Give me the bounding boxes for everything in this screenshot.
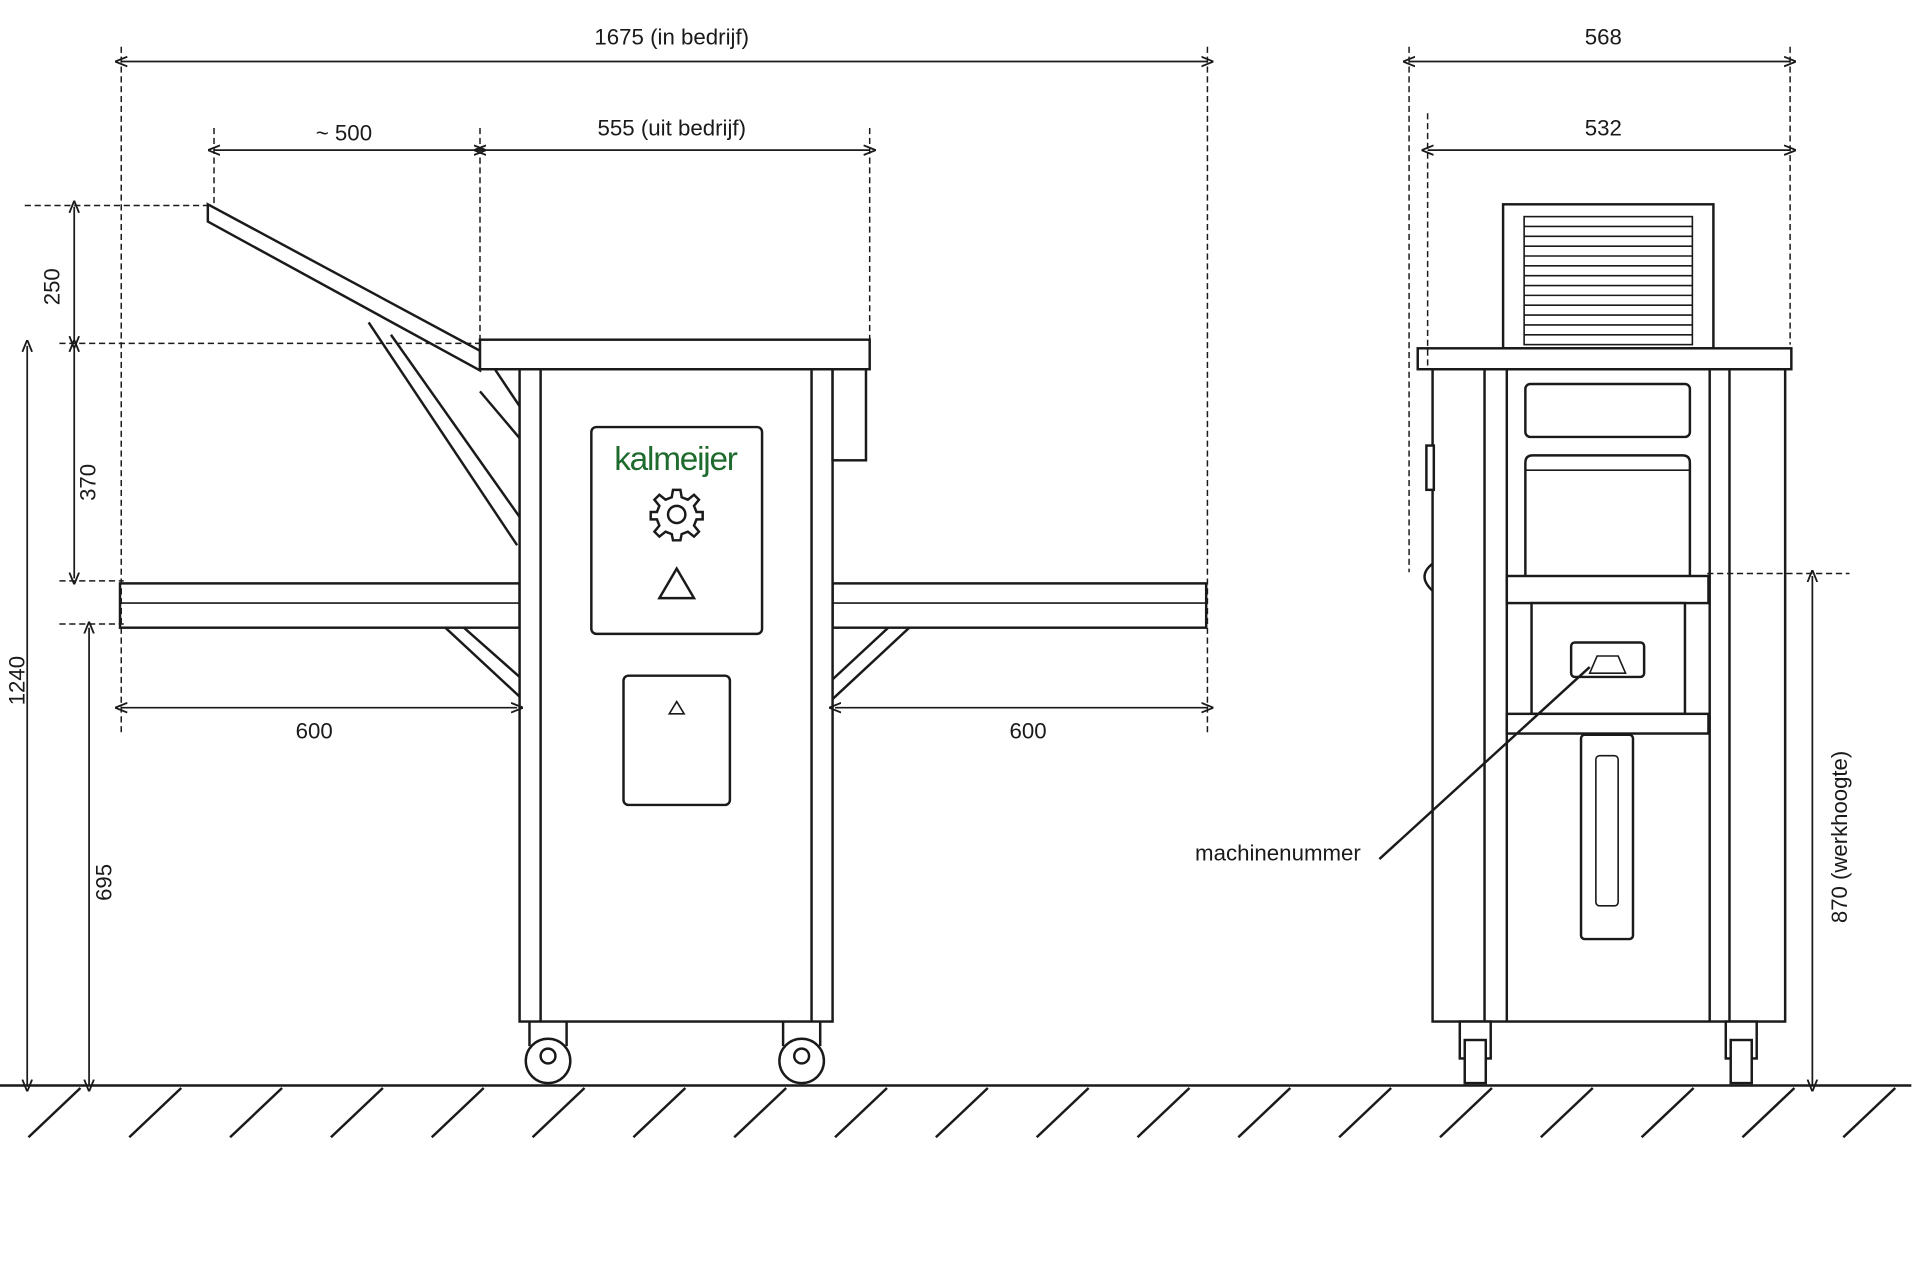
inclined-arm <box>206 202 521 546</box>
right-shelf <box>831 582 1208 700</box>
dim-side-outer-width: 568 <box>1585 24 1622 49</box>
ground-hatch <box>330 1087 384 1139</box>
ground-hatch <box>1741 1087 1796 1139</box>
gear-icon <box>649 488 704 542</box>
side-wheel-right <box>1724 1020 1758 1085</box>
front-view-machine: kalmeijer <box>118 202 1208 1085</box>
ground-hatch <box>1035 1087 1090 1139</box>
ground-hatch <box>1136 1087 1191 1139</box>
leader-line <box>1378 666 1591 860</box>
ground-hatch <box>531 1087 586 1139</box>
dim-shelf-height: 695 <box>91 864 116 901</box>
louver-box <box>1501 203 1715 350</box>
top-plate <box>478 338 871 371</box>
wheel-right <box>778 1021 826 1085</box>
ground-hatch <box>1640 1087 1695 1139</box>
ground-hatch <box>430 1087 485 1139</box>
dim-arm-length: ~ 500 <box>316 120 372 145</box>
ground <box>0 1084 1912 1139</box>
dim-arm-height: 250 <box>39 268 64 305</box>
dim-left-shelf: 600 <box>296 719 333 744</box>
ground-hatch <box>1842 1087 1897 1139</box>
side-top-plate <box>1416 347 1793 371</box>
ground-hatch <box>834 1087 888 1139</box>
ground-hatch <box>1237 1087 1292 1139</box>
ground-hatch <box>1338 1087 1392 1139</box>
side-wheel-left <box>1458 1020 1492 1085</box>
brand-logo: kalmeijer <box>614 441 738 478</box>
dim-right-shelf: 600 <box>1009 719 1046 744</box>
lower-handle <box>1579 733 1635 941</box>
dim-side-inner-width: 532 <box>1585 115 1622 140</box>
triangle-small-icon <box>667 699 686 715</box>
ground-hatch <box>632 1087 687 1139</box>
control-panel: kalmeijer <box>590 425 764 636</box>
ground-hatch <box>935 1087 989 1139</box>
front-dimensions: 1675 (in bedrijf) ~ 500 555 (uit bedrijf… <box>5 24 1208 1085</box>
triangle-icon <box>657 566 697 600</box>
ground-hatch <box>1439 1087 1493 1139</box>
ground-hatch <box>229 1087 283 1139</box>
ground-hatch <box>27 1087 82 1139</box>
upper-shelf-band <box>1505 574 1710 605</box>
ground-hatch <box>733 1087 788 1139</box>
ground-hatch <box>1539 1087 1594 1139</box>
dim-working-height: 870 (werkhoogte) <box>1827 751 1852 923</box>
machine-number-label: machinenummer <box>1195 840 1361 865</box>
machine-number-plate <box>1569 641 1646 679</box>
dim-upper-height: 370 <box>75 464 100 501</box>
wheel-left <box>524 1021 572 1085</box>
side-dimensions: 568 532 870 (werkhoogte) machinenummer <box>1195 24 1852 1085</box>
dim-total-height: 1240 <box>5 656 30 705</box>
ground-hatch <box>128 1087 183 1139</box>
side-view-machine <box>1416 203 1793 1085</box>
lower-door <box>622 674 732 807</box>
dim-width-out-of-use: 555 (uit bedrijf) <box>598 115 746 140</box>
dim-total-width: 1675 (in bedrijf) <box>594 24 749 49</box>
left-shelf <box>118 582 521 698</box>
